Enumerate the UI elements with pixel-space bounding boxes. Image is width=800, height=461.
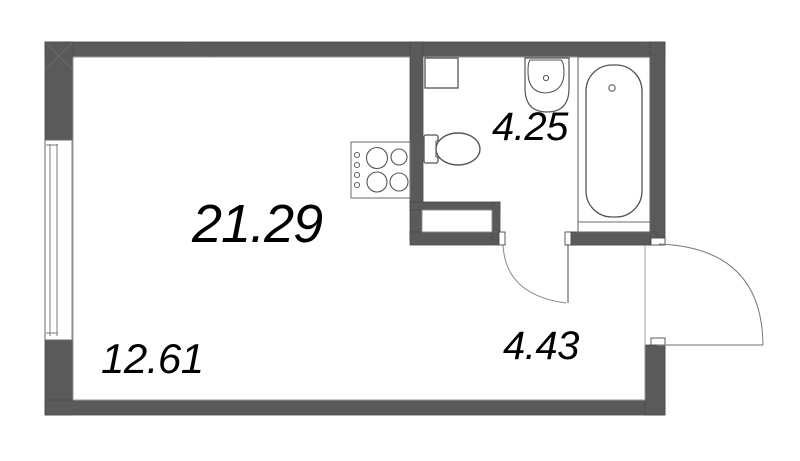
- bathroom-door-swing-arc: [502, 243, 567, 304]
- wall-bathroom-bottom-right: [569, 231, 651, 246]
- wall-niche-bottom: [409, 231, 501, 246]
- balcony-window: [44, 139, 74, 341]
- corner-mark-topright: [639, 42, 665, 58]
- stove-burner-large-top: [365, 146, 389, 170]
- entrance-door[interactable]: [650, 237, 764, 346]
- stove-burner-large-bottom: [366, 171, 388, 193]
- hallway-area-label: 4.43: [503, 324, 579, 368]
- corner-mark-topleft-inner: [45, 42, 73, 70]
- wall-niche-top: [409, 201, 501, 211]
- kitchen-stove: [350, 141, 411, 199]
- bathroom-area-label: 4.25: [492, 105, 568, 149]
- kitchen-area-label: 12.61: [101, 335, 204, 382]
- toilet: [415, 132, 481, 166]
- wall-top: [44, 41, 666, 58]
- entrance-door-jamb-bottom: [650, 337, 666, 346]
- stove-burner-small-top: [390, 148, 408, 166]
- wall-left-upper: [44, 41, 74, 143]
- vent-shaft-box: [424, 57, 459, 89]
- washbasin: [524, 57, 570, 113]
- bathroom-door-jamb-right: [564, 231, 572, 246]
- stove-knob-4-icon: [353, 181, 361, 189]
- corner-mark-top-mid: [189, 42, 215, 58]
- wall-hall-alcove-bottom: [644, 344, 666, 416]
- wall-right-upper: [649, 41, 666, 241]
- entrance-door-jamb-top: [650, 237, 666, 246]
- toilet-bowl: [435, 132, 481, 166]
- stove-knob-3-icon: [353, 171, 361, 179]
- bathtub: [577, 56, 651, 233]
- washbasin-drain-icon: [542, 74, 550, 82]
- stove-knob-2-icon: [353, 161, 361, 169]
- stove-knob-1-icon: [353, 151, 361, 159]
- bathroom-door-jamb-left: [498, 231, 506, 246]
- entrance-door-swing-arc: [658, 243, 764, 346]
- bathtub-basin: [585, 64, 643, 218]
- stove-burner-small-bottom: [389, 172, 409, 192]
- bathroom-door[interactable]: [498, 231, 572, 304]
- vent-shaft: [424, 57, 459, 89]
- bathtub-drain-icon: [608, 84, 616, 92]
- wall-bottom: [44, 399, 666, 416]
- window-frame-outer: [44, 139, 74, 341]
- storage-niche-interior: [421, 209, 493, 233]
- storage-niche: [421, 209, 493, 233]
- wall-corner-marks: [45, 42, 665, 70]
- living-room-area-label: 21.29: [192, 194, 323, 254]
